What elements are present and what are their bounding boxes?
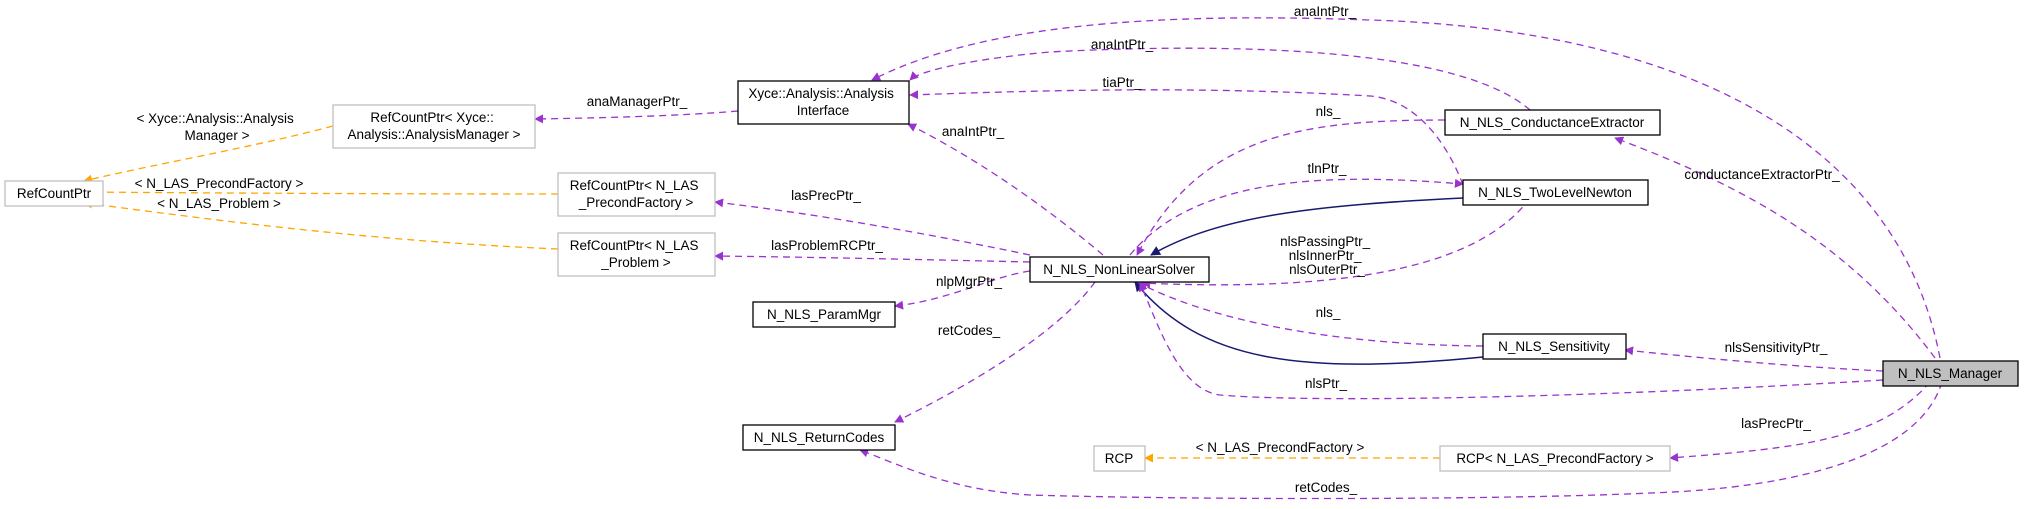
label-nls-ptr: nlsPtr_ bbox=[1305, 376, 1348, 391]
label-nlp-mgr-ptr: nlpMgrPtr_ bbox=[936, 274, 1003, 289]
label-nls-sensitivity-ptr: nlsSensitivityPtr_ bbox=[1725, 340, 1828, 355]
svg-text:Xyce::Analysis::Analysis: Xyce::Analysis::Analysis Interface bbox=[748, 86, 897, 118]
label-ana-int-ptr-top: anaIntPtr_ bbox=[1294, 4, 1357, 19]
svg-text:N_NLS_Manager: N_NLS_Manager bbox=[1898, 366, 2003, 381]
label-nls-sens: nls_ bbox=[1316, 305, 1341, 320]
svg-text:N_NLS_ReturnCodes: N_NLS_ReturnCodes bbox=[754, 430, 885, 445]
node-rcp[interactable]: RCP bbox=[1093, 445, 1146, 472]
label-las-prec-ptr-mgr: lasPrecPtr_ bbox=[1741, 416, 1811, 431]
node-refcountptr-precond-factory[interactable]: RefCountPtr< N_LAS _PrecondFactory > bbox=[557, 172, 716, 217]
label-analysis-manager-template: < Xyce::Analysis::Analysis Manager > bbox=[137, 111, 298, 143]
node-two-level-newton[interactable]: N_NLS_TwoLevelNewton bbox=[1462, 179, 1649, 206]
edge-refcountptr-problem bbox=[83, 199, 559, 250]
node-refcountptr-problem[interactable]: RefCountPtr< N_LAS _Problem > bbox=[557, 232, 716, 277]
nodes: RefCountPtr RefCountPtr< Xyce:: Analysis… bbox=[4, 80, 2019, 472]
svg-text:N_NLS_ConductanceExtractor: N_NLS_ConductanceExtractor bbox=[1460, 115, 1645, 130]
label-las-prec-ptr-solver: lasPrecPtr_ bbox=[791, 188, 861, 203]
edge-inherit-sensitivity bbox=[1134, 281, 1484, 365]
node-sensitivity[interactable]: N_NLS_Sensitivity bbox=[1482, 333, 1627, 360]
edge-nls-sens bbox=[1138, 282, 1484, 347]
svg-text:N_NLS_ParamMgr: N_NLS_ParamMgr bbox=[767, 307, 882, 322]
label-tln-ptr: tlnPtr_ bbox=[1307, 161, 1347, 176]
svg-text:N_NLS_NonLinearSolver: N_NLS_NonLinearSolver bbox=[1043, 262, 1195, 277]
edge-refcountptr-analysis-manager bbox=[83, 125, 334, 184]
edge-refcountptr-precond-factory bbox=[85, 187, 559, 197]
edge-las-prec-ptr-solver bbox=[714, 198, 1031, 256]
label-nls-two-level: nlsPassingPtr_ nlsInnerPtr_ nlsOuterPtr_ bbox=[1280, 234, 1374, 277]
label-ana-manager-ptr: anaManagerPtr_ bbox=[587, 94, 688, 109]
label-ana-int-ptr-ce: anaIntPtr_ bbox=[1091, 37, 1154, 52]
node-manager[interactable]: N_NLS_Manager bbox=[1882, 360, 2019, 387]
edge-nlp-mgr-ptr bbox=[894, 270, 1031, 310]
edge-ret-codes-solver bbox=[894, 281, 1096, 423]
svg-text:RefCountPtr< N_LAS _Pr: RefCountPtr< N_LAS _Problem > bbox=[570, 238, 702, 270]
node-analysis-interface[interactable]: Xyce::Analysis::Analysis Interface bbox=[737, 80, 910, 125]
label-ret-codes-mgr: retCodes_ bbox=[1295, 480, 1358, 495]
node-conductance-extractor[interactable]: N_NLS_ConductanceExtractor bbox=[1444, 109, 1661, 136]
label-tia-ptr: tiaPtr_ bbox=[1102, 75, 1142, 90]
svg-text:RefCountPtr: RefCountPtr bbox=[17, 186, 92, 201]
edge-nls-sensitivity-ptr bbox=[1624, 346, 1884, 372]
edge-ana-int-ptr-solver bbox=[907, 123, 1104, 256]
edge-inherit-two-level-newton bbox=[1150, 197, 1464, 256]
edge-las-prec-ptr-mgr bbox=[1669, 381, 1931, 462]
node-rcp-precond-factory[interactable]: RCP< N_LAS_PrecondFactory > bbox=[1439, 445, 1671, 472]
svg-text:N_NLS_TwoLevelNewton: N_NLS_TwoLevelNewton bbox=[1478, 185, 1632, 200]
edge-ana-int-ptr-ce bbox=[909, 47, 1531, 111]
node-return-codes[interactable]: N_NLS_ReturnCodes bbox=[742, 424, 896, 451]
edge-tln-ptr bbox=[1129, 178, 1464, 256]
label-precond-factory-template: < N_LAS_PrecondFactory > bbox=[135, 176, 304, 191]
label-ana-int-ptr-solver: anaIntPtr_ bbox=[942, 124, 1005, 139]
label-ret-codes-solver: retCodes_ bbox=[938, 323, 1001, 338]
svg-text:RCP< N_LAS_PrecondFactory >: RCP< N_LAS_PrecondFactory > bbox=[1456, 451, 1653, 466]
svg-text:RefCountPtr< Xyce:: An: RefCountPtr< Xyce:: Analysis::AnalysisMa… bbox=[348, 110, 521, 142]
edge-conductance-extractor-ptr bbox=[1614, 136, 1936, 359]
edge-las-problem-rcp-ptr bbox=[714, 251, 1031, 263]
edge-nls-ptr bbox=[1139, 282, 1884, 400]
node-nonlinear-solver[interactable]: N_NLS_NonLinearSolver bbox=[1029, 256, 1210, 283]
edge-ana-manager-ptr bbox=[534, 110, 739, 124]
edge-labels: < Xyce::Analysis::Analysis Manager > < N… bbox=[135, 4, 1841, 495]
label-conductance-extractor-ptr: conductanceExtractorPtr_ bbox=[1684, 167, 1840, 182]
label-problem-template: < N_LAS_Problem > bbox=[157, 196, 281, 211]
edge-ret-codes-mgr bbox=[859, 381, 1943, 500]
edges bbox=[83, 17, 1943, 500]
node-ref-count-ptr[interactable]: RefCountPtr bbox=[4, 180, 104, 207]
svg-text:RefCountPtr< N_LAS _Pr: RefCountPtr< N_LAS _PrecondFactory > bbox=[570, 178, 702, 210]
label-las-problem-rcp-ptr: lasProblemRCPtr_ bbox=[771, 238, 883, 253]
svg-text:N_NLS_Sensitivity: N_NLS_Sensitivity bbox=[1498, 339, 1610, 354]
svg-text:RCP: RCP bbox=[1105, 451, 1134, 466]
edge-tia-ptr bbox=[909, 89, 1464, 186]
node-param-mgr[interactable]: N_NLS_ParamMgr bbox=[752, 301, 896, 328]
label-rcp-precond-template: < N_LAS_PrecondFactory > bbox=[1196, 440, 1365, 455]
edge-ana-int-ptr-top bbox=[871, 17, 1941, 359]
edge-nls-two-level bbox=[1141, 197, 1531, 288]
label-nls-ce: nls_ bbox=[1316, 104, 1341, 119]
node-refcountptr-analysis-manager[interactable]: RefCountPtr< Xyce:: Analysis::AnalysisMa… bbox=[332, 104, 536, 149]
